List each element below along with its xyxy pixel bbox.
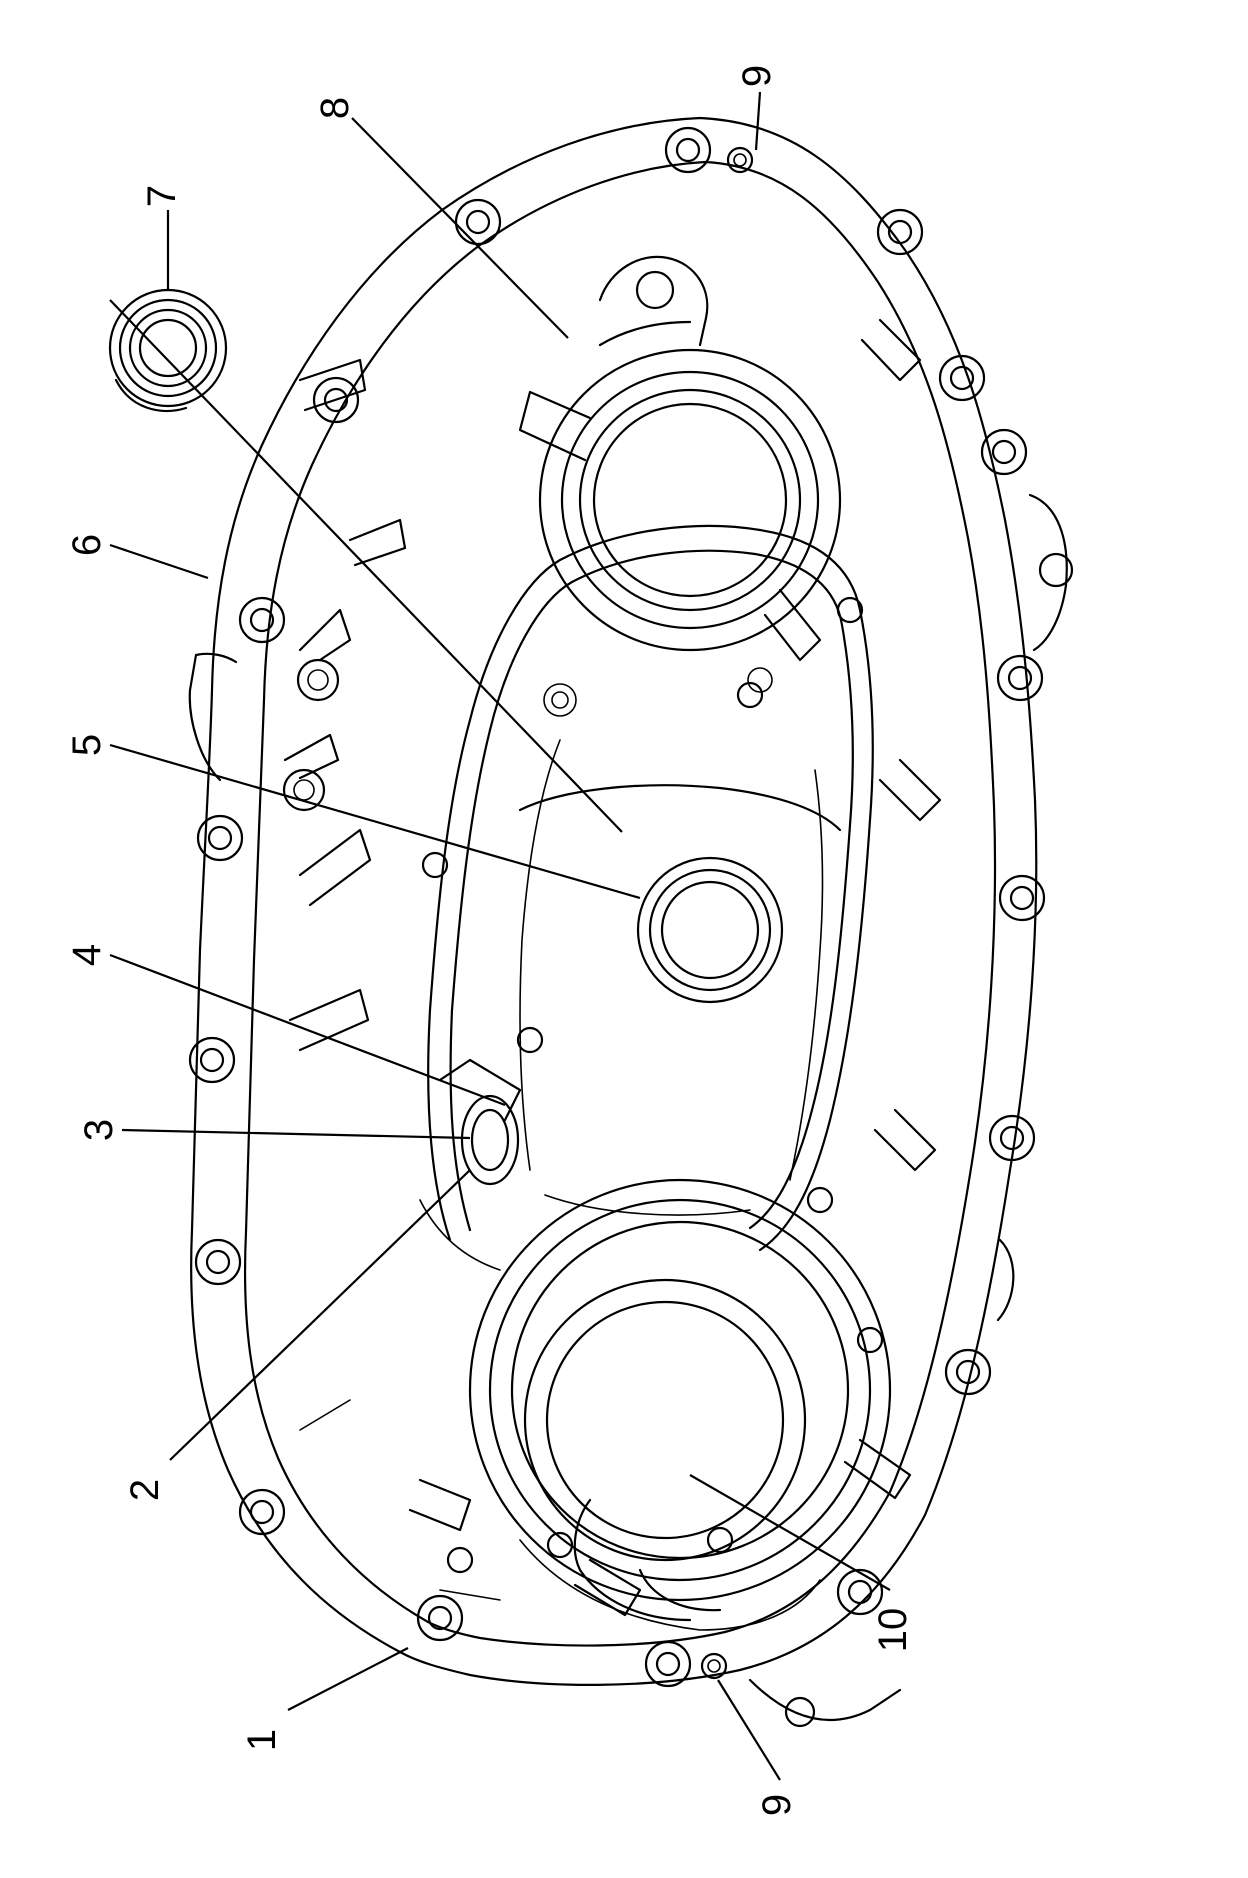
leader-6 [109, 543, 209, 580]
rear-output-bore [518, 320, 842, 662]
leader-2 [169, 1169, 471, 1461]
rear-lug [598, 255, 709, 347]
callout-2: 2 [123, 1479, 167, 1501]
housing-ribs [288, 318, 942, 1617]
leader-9a [754, 91, 762, 151]
leader-7b [109, 299, 623, 833]
left-side-bosses [282, 608, 352, 812]
callout-5: 5 [65, 734, 109, 756]
housing-ears [188, 493, 1074, 1728]
front-output-bore [468, 1178, 892, 1631]
small-bosses [421, 596, 884, 1574]
leader-1 [287, 1647, 409, 1711]
seal-part-7 [108, 288, 228, 412]
leader-3 [121, 1128, 471, 1140]
callout-4: 4 [65, 944, 109, 966]
center-bearing-bore [543, 667, 784, 1004]
callout-3: 3 [77, 1119, 121, 1141]
leader-lines [109, 91, 891, 1781]
callout-1: 1 [240, 1729, 284, 1751]
small-seal-bore [419, 1058, 522, 1271]
leader-8 [351, 117, 569, 339]
callout-labels: 1 2 3 4 5 6 7 8 9 9 10 [65, 65, 915, 1816]
flange-bolt-holes [188, 126, 1046, 1688]
callout-9-top: 9 [735, 65, 779, 87]
callout-10: 10 [871, 1608, 915, 1653]
callout-8: 8 [313, 97, 357, 119]
dowel-pins [700, 146, 754, 1680]
housing-outer-flange [190, 116, 1038, 1686]
leader-4 [109, 953, 506, 1107]
leader-5 [109, 743, 641, 900]
leader-9b [717, 1679, 781, 1781]
chain-cavity [427, 524, 874, 1252]
callout-9-bottom: 9 [755, 1794, 799, 1816]
leader-10 [689, 1474, 891, 1591]
callout-7: 7 [140, 185, 184, 207]
callout-6: 6 [65, 534, 109, 556]
